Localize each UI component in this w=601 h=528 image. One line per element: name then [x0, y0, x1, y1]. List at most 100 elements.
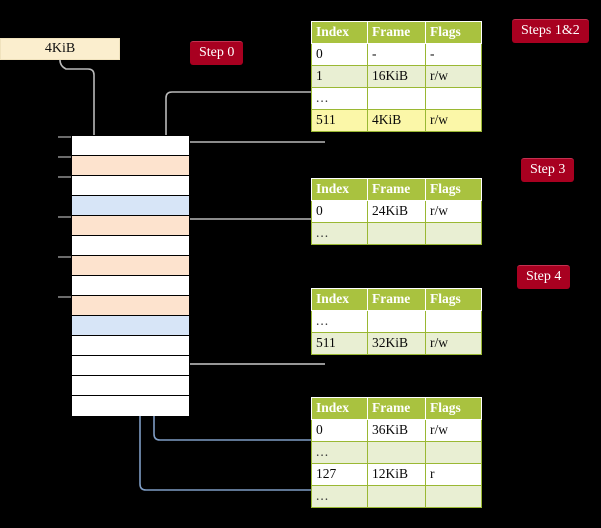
- table-row: ...: [311, 441, 482, 464]
- wire-step3-table3-to-memory: [177, 218, 325, 261]
- badge-step-3-label: Step 3: [530, 162, 566, 177]
- memory-tick-4: [58, 216, 71, 218]
- cell-index: 511: [311, 332, 368, 355]
- cell-index: 511: [311, 109, 368, 132]
- page-table-level-4: Index Frame Flags 0 - - 1 16KiB r/w ...: [311, 21, 482, 132]
- table-row: ...: [311, 310, 482, 333]
- cell-frame: 4KiB: [367, 109, 426, 132]
- table-row: 127 12KiB r: [311, 463, 482, 486]
- memory-frame-row: [72, 356, 189, 376]
- cell-flags: [425, 310, 482, 333]
- page-table-level-2: Index Frame Flags ... 511 32KiB r/w: [311, 288, 482, 355]
- table-row: 511 32KiB r/w: [311, 332, 482, 355]
- badge-steps-1-2-label: Steps 1&2: [521, 23, 580, 38]
- memory-frame-row: [72, 176, 189, 196]
- cell-flags: r/w: [425, 200, 482, 223]
- cell-frame: [367, 87, 426, 110]
- column-header-frame: Frame: [367, 288, 426, 311]
- column-header-index: Index: [311, 21, 368, 44]
- cell-flags: r/w: [425, 332, 482, 355]
- memory-frame-row: [72, 236, 189, 256]
- memory-frame-row: [72, 336, 189, 356]
- memory-frame-row: [72, 256, 189, 276]
- table-header-row: Index Frame Flags: [311, 397, 482, 420]
- column-header-index: Index: [311, 178, 368, 201]
- cell-index: ...: [311, 485, 368, 508]
- cell-frame: [367, 222, 426, 245]
- memory-frame-row: [72, 376, 189, 396]
- cell-frame: [367, 441, 426, 464]
- cell-index: ...: [311, 222, 368, 245]
- badge-step-4: Step 4: [517, 265, 571, 289]
- cell-frame: [367, 310, 426, 333]
- badge-steps-1-2: Steps 1&2: [512, 19, 589, 43]
- cell-flags: [425, 222, 482, 245]
- cell-frame: -: [367, 43, 426, 66]
- memory-tick-0: [58, 136, 71, 138]
- cell-index: ...: [311, 310, 368, 333]
- column-header-frame: Frame: [367, 21, 426, 44]
- memory-tick-8: [58, 296, 71, 298]
- memory-frame-row: [72, 196, 189, 216]
- table-row: ...: [311, 485, 482, 508]
- cell-flags: r/w: [425, 65, 482, 88]
- column-header-flags: Flags: [425, 397, 482, 420]
- memory-frame-row: [72, 156, 189, 176]
- cell-index: ...: [311, 441, 368, 464]
- table-row: 0 24KiB r/w: [311, 200, 482, 223]
- column-header-frame: Frame: [367, 397, 426, 420]
- source-frame-label: 4KiB: [44, 41, 76, 56]
- table-row: ...: [311, 222, 482, 245]
- cell-frame: 36KiB: [367, 419, 426, 442]
- memory-frame-row: [72, 296, 189, 316]
- cell-index: 0: [311, 419, 368, 442]
- physical-memory-column: [71, 135, 190, 416]
- cell-frame: 24KiB: [367, 200, 426, 223]
- column-header-frame: Frame: [367, 178, 426, 201]
- badge-step-0-label: Step 0: [199, 45, 235, 60]
- badge-step-3: Step 3: [521, 158, 575, 182]
- column-header-index: Index: [311, 288, 368, 311]
- column-header-flags: Flags: [425, 178, 482, 201]
- cell-index: 0: [311, 200, 368, 223]
- memory-frame-row: [72, 276, 189, 296]
- memory-tick-2: [58, 176, 71, 178]
- table-row: 511 4KiB r/w: [311, 109, 482, 132]
- table-row: 1 16KiB r/w: [311, 65, 482, 88]
- cell-index: 127: [311, 463, 368, 486]
- column-header-flags: Flags: [425, 288, 482, 311]
- cell-index: ...: [311, 87, 368, 110]
- cell-flags: r/w: [425, 419, 482, 442]
- memory-frame-row: [72, 136, 189, 156]
- source-frame-box: 4KiB: [0, 38, 120, 60]
- cell-index: 1: [311, 65, 368, 88]
- cell-frame: 32KiB: [367, 332, 426, 355]
- cell-flags: [425, 441, 482, 464]
- cell-flags: [425, 87, 482, 110]
- table-header-row: Index Frame Flags: [311, 178, 482, 201]
- table-row: 0 - -: [311, 43, 482, 66]
- cell-flags: r: [425, 463, 482, 486]
- page-table-level-3: Index Frame Flags 0 24KiB r/w ...: [311, 178, 482, 245]
- cell-flags: -: [425, 43, 482, 66]
- cell-frame: 12KiB: [367, 463, 426, 486]
- column-header-flags: Flags: [425, 21, 482, 44]
- table-header-row: Index Frame Flags: [311, 21, 482, 44]
- cell-frame: [367, 485, 426, 508]
- badge-step-4-label: Step 4: [526, 269, 562, 284]
- memory-tick-1: [58, 156, 71, 158]
- table-row: 0 36KiB r/w: [311, 419, 482, 442]
- cell-flags: [425, 485, 482, 508]
- column-header-index: Index: [311, 397, 368, 420]
- cell-index: 0: [311, 43, 368, 66]
- memory-frame-row: [72, 316, 189, 336]
- memory-frame-row: [72, 216, 189, 236]
- memory-frame-row: [72, 396, 189, 416]
- memory-tick-6: [58, 256, 71, 258]
- cell-flags: r/w: [425, 109, 482, 132]
- table-row: ...: [311, 87, 482, 110]
- cell-frame: 16KiB: [367, 65, 426, 88]
- page-table-level-1: Index Frame Flags 0 36KiB r/w ... 127 12…: [311, 397, 482, 508]
- badge-step-0: Step 0: [190, 41, 244, 65]
